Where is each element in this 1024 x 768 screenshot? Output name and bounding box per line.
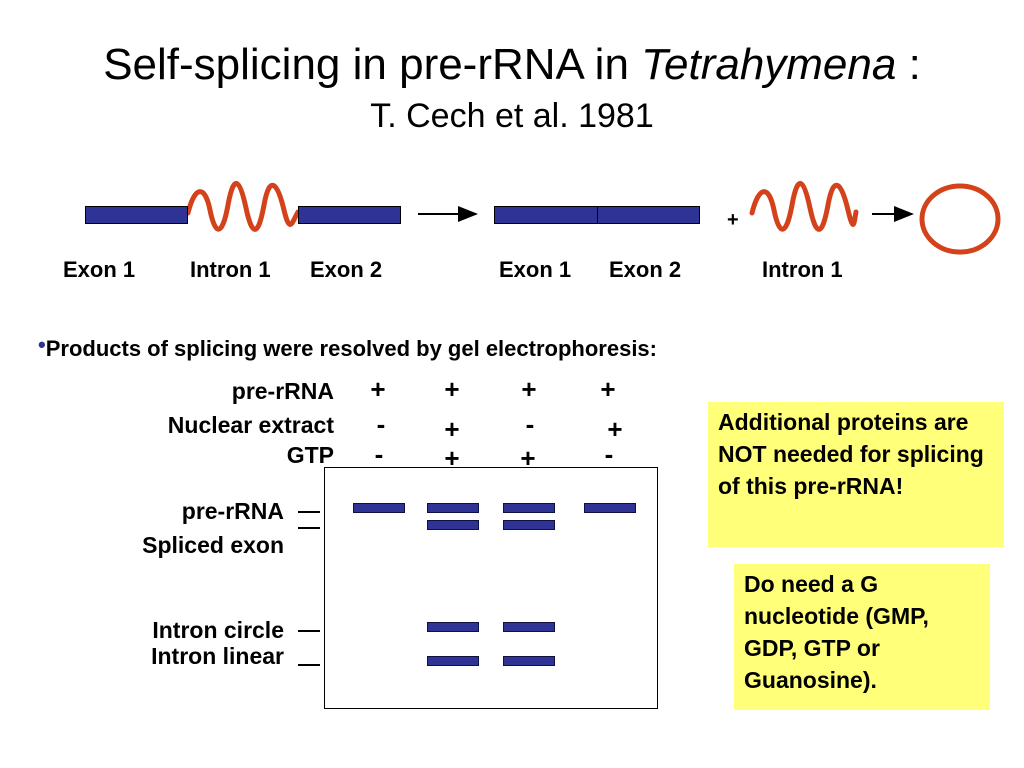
cond-gtp-lane2: + <box>444 443 460 473</box>
cond-nuclear-extract-lane1: - <box>376 409 386 439</box>
gel-band-lane3-spliced-exon <box>503 520 555 530</box>
cond-pre-rrna-lane2: + <box>444 374 460 404</box>
gel-band-lane3-intron-circle <box>503 622 555 632</box>
cond-pre-rrna-lane3: + <box>521 374 537 404</box>
cond-gtp-lane3: + <box>520 443 536 473</box>
marker-tick-intron-linear <box>298 664 320 666</box>
gel-band-lane2-pre-rrna <box>427 503 479 513</box>
note-proteins-not-needed: Additional proteins are NOT needed for s… <box>708 402 1004 547</box>
cond-gtp-lane1: - <box>374 439 384 469</box>
label-exon1-left: Exon 1 <box>63 257 136 282</box>
slide-title: Self-splicing in pre-rRNA in Tetrahymena… <box>0 40 1024 90</box>
intron-wave-left <box>185 180 301 232</box>
title-organism: Tetrahymena <box>641 40 897 89</box>
cond-pre-rrna-lane4: + <box>600 374 616 404</box>
gel-label-pre-rrna: pre-rRNA <box>181 498 284 524</box>
cond-nuclear-extract-lane3: - <box>525 409 535 439</box>
intron-circle-shape <box>919 183 1001 255</box>
condition-label-pre-rrna: pre-rRNA <box>231 378 334 404</box>
gel-band-lane3-intron-linear <box>503 656 555 666</box>
title-colon: : <box>896 40 921 89</box>
gel-band-lane3-pre-rrna <box>503 503 555 513</box>
gel-label-intron-circle: Intron circle <box>152 617 284 643</box>
title-main: Self-splicing in pre-rRNA in <box>103 40 642 89</box>
label-intron1-right: Intron 1 <box>762 257 843 282</box>
cond-gtp-lane4: - <box>604 439 614 469</box>
cond-pre-rrna-lane1: + <box>370 374 386 404</box>
gel-band-lane2-spliced-exon <box>427 520 479 530</box>
plus-sign: + <box>727 209 739 231</box>
label-exon2-right: Exon 2 <box>609 257 682 282</box>
cond-nuclear-extract-lane2: + <box>444 414 460 444</box>
condition-label-nuclear-extract: Nuclear extract <box>167 412 334 438</box>
exon2-bar-right <box>597 206 700 224</box>
bullet-symbol: • <box>38 332 46 357</box>
marker-tick-spliced-exon <box>298 527 320 529</box>
gel-band-lane2-intron-circle <box>427 622 479 632</box>
bullet-line: •Products of splicing were resolved by g… <box>38 332 657 362</box>
gel-band-lane4-pre-rrna <box>584 503 636 513</box>
slide-subtitle: T. Cech et al. 1981 <box>370 97 654 135</box>
marker-tick-intron-circle <box>298 630 320 632</box>
note-g-nucleotide-needed: Do need a G nucleotide (GMP, GDP, GTP or… <box>734 564 990 710</box>
gel-band-lane1-pre-rrna <box>353 503 405 513</box>
cond-nuclear-extract-lane4: + <box>607 414 623 444</box>
marker-tick-pre-rrna <box>298 511 320 513</box>
gel-label-spliced-exon: Spliced exon <box>142 532 284 558</box>
exon1-bar-left <box>85 206 188 224</box>
gel-label-intron-linear: Intron linear <box>151 643 284 669</box>
exon1-bar-right <box>494 206 598 224</box>
exon2-bar-left <box>298 206 401 224</box>
intron-wave-right <box>749 180 859 232</box>
label-exon2-left: Exon 2 <box>310 257 383 282</box>
label-exon1-right: Exon 1 <box>499 257 572 282</box>
label-intron1-left: Intron 1 <box>190 257 271 282</box>
bullet-text: Products of splicing were resolved by ge… <box>45 336 657 361</box>
gel-panel <box>324 467 658 709</box>
condition-label-gtp: GTP <box>286 442 334 468</box>
gel-band-lane2-intron-linear <box>427 656 479 666</box>
